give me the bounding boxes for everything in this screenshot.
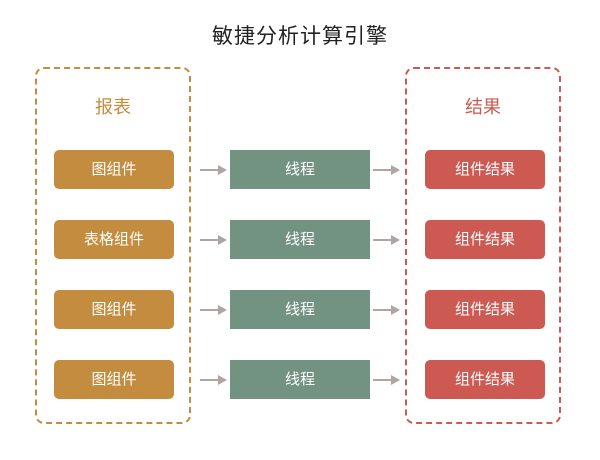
result-group-label: 结果 bbox=[465, 97, 501, 118]
arrow-right-icon bbox=[373, 375, 400, 385]
component-box: 表格组件 bbox=[54, 220, 174, 259]
arrow-right-icon bbox=[200, 305, 227, 315]
diagram-title: 敏捷分析计算引擎 bbox=[212, 24, 388, 48]
report-group-border bbox=[35, 67, 191, 424]
arrow-right-icon bbox=[373, 235, 400, 245]
arrow-right-icon bbox=[200, 165, 227, 175]
result-box: 组件结果 bbox=[425, 290, 545, 329]
result-group-border bbox=[405, 67, 561, 424]
thread-box: 线程 bbox=[230, 290, 370, 329]
component-box: 图组件 bbox=[54, 290, 174, 329]
result-box: 组件结果 bbox=[425, 150, 545, 189]
arrow-right-icon bbox=[373, 165, 400, 175]
result-box: 组件结果 bbox=[425, 360, 545, 399]
component-box: 图组件 bbox=[54, 150, 174, 189]
thread-box: 线程 bbox=[230, 150, 370, 189]
result-box: 组件结果 bbox=[425, 220, 545, 259]
report-group-label: 报表 bbox=[95, 97, 131, 118]
component-box: 图组件 bbox=[54, 360, 174, 399]
arrow-right-icon bbox=[200, 235, 227, 245]
thread-box: 线程 bbox=[230, 220, 370, 259]
thread-box: 线程 bbox=[230, 360, 370, 399]
arrow-right-icon bbox=[373, 305, 400, 315]
arrow-right-icon bbox=[200, 375, 227, 385]
